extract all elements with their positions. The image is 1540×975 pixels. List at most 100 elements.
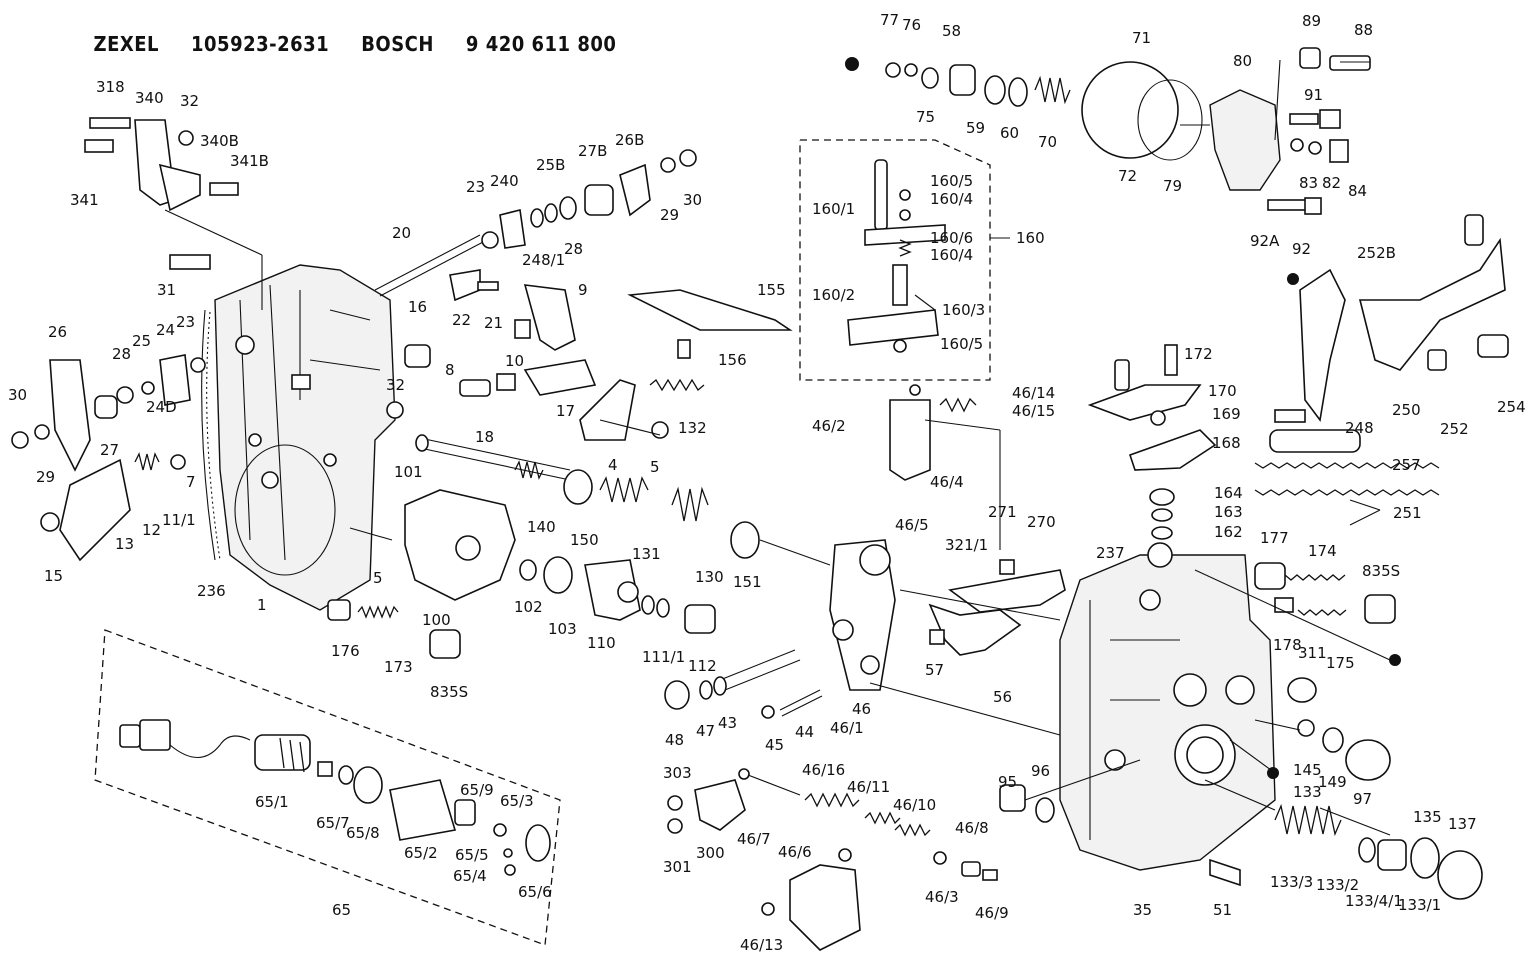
control-shaft-parts — [449, 149, 793, 441]
callout-92a: 92A — [1250, 232, 1280, 250]
callout-172: 172 — [1184, 345, 1213, 363]
callout-9: 9 — [578, 281, 588, 299]
callout-75: 75 — [916, 108, 935, 126]
callout-95: 95 — [998, 773, 1017, 791]
callout-252: 252 — [1440, 420, 1469, 438]
callout-96: 96 — [1031, 762, 1050, 780]
callout-25: 25 — [132, 332, 151, 350]
callout-46-10: 46/10 — [893, 796, 936, 814]
lever-46-group — [829, 384, 977, 691]
callout-160-3: 160/3 — [942, 301, 985, 319]
callout-23: 23 — [176, 313, 195, 331]
callout-65-7: 65/7 — [316, 814, 350, 832]
callout-89: 89 — [1302, 12, 1321, 30]
callout-271: 271 — [988, 503, 1017, 521]
header-part-zexel: 105923-2631 — [191, 32, 330, 56]
callout-160-4-mid: 160/4 — [930, 246, 973, 264]
callout-88: 88 — [1354, 21, 1373, 39]
callout-31: 31 — [157, 281, 176, 299]
callout-835s-left: 835S — [430, 683, 468, 701]
callout-150: 150 — [570, 531, 599, 549]
callout-160: 160 — [1016, 229, 1045, 247]
callout-79: 79 — [1163, 177, 1182, 195]
callout-46-1: 46/1 — [830, 719, 864, 737]
callout-248-1: 248/1 — [522, 251, 565, 269]
callout-169: 169 — [1212, 405, 1241, 423]
governor-cover-35 — [1059, 542, 1276, 871]
callout-82: 82 — [1322, 174, 1341, 192]
callout-5-left: 5 — [373, 569, 383, 587]
callout-80: 80 — [1233, 52, 1252, 70]
callout-10: 10 — [505, 352, 524, 370]
callout-46-8: 46/8 — [955, 819, 989, 837]
callout-46-5: 46/5 — [895, 516, 929, 534]
callout-160-5-bottom: 160/5 — [940, 335, 983, 353]
callout-174: 174 — [1308, 542, 1337, 560]
callout-237: 237 — [1096, 544, 1125, 562]
callout-170: 170 — [1208, 382, 1237, 400]
callout-29: 29 — [36, 468, 55, 486]
callout-44: 44 — [795, 723, 814, 741]
callout-103: 103 — [548, 620, 577, 638]
callout-72: 72 — [1118, 167, 1137, 185]
callout-76: 76 — [902, 16, 921, 34]
callout-250: 250 — [1392, 401, 1421, 419]
group-box-160 — [799, 139, 991, 381]
callout-1: 1 — [257, 596, 267, 614]
callout-318: 318 — [96, 78, 125, 96]
callout-835s-right: 835S — [1362, 562, 1400, 580]
callout-46-3: 46/3 — [925, 888, 959, 906]
callout-300: 300 — [696, 844, 725, 862]
callout-91: 91 — [1304, 86, 1323, 104]
callout-58: 58 — [942, 22, 961, 40]
callout-21: 21 — [484, 314, 503, 332]
callout-65-9: 65/9 — [460, 781, 494, 799]
callout-257: 257 — [1392, 456, 1421, 474]
callout-155: 155 — [757, 281, 786, 299]
callout-65-2: 65/2 — [404, 844, 438, 862]
callout-77: 77 — [880, 11, 899, 29]
callout-236: 236 — [197, 582, 226, 600]
callout-160-6: 160/6 — [930, 229, 973, 247]
callout-149: 149 — [1318, 773, 1347, 791]
callout-133-4-1: 133/4/1 — [1345, 892, 1403, 910]
diaphragm-assembly — [845, 47, 1371, 215]
callout-12: 12 — [142, 521, 161, 539]
callout-110: 110 — [587, 634, 616, 652]
header-brand-zexel: ZEXEL — [93, 32, 160, 56]
callout-321-1: 321/1 — [945, 536, 988, 554]
callout-65-5: 65/5 — [455, 846, 489, 864]
callout-11-1: 11/1 — [162, 511, 196, 529]
callout-46-4: 46/4 — [930, 473, 964, 491]
callout-27b: 27B — [578, 142, 607, 160]
callout-151: 151 — [733, 573, 762, 591]
callout-57: 57 — [925, 661, 944, 679]
callout-303: 303 — [663, 764, 692, 782]
callout-83: 83 — [1299, 174, 1318, 192]
callout-133-3: 133/3 — [1270, 873, 1313, 891]
callout-71: 71 — [1132, 29, 1151, 47]
callout-254: 254 — [1497, 398, 1526, 416]
callout-46-16: 46/16 — [802, 761, 845, 779]
callout-15: 15 — [44, 567, 63, 585]
pump-housing-1 — [201, 264, 396, 611]
callout-46: 46 — [852, 700, 871, 718]
callout-46-7: 46/7 — [737, 830, 771, 848]
callout-132: 132 — [678, 419, 707, 437]
part-drawings — [11, 47, 1509, 951]
callout-5-mid: 5 — [650, 458, 660, 476]
callout-28-top: 28 — [564, 240, 583, 258]
callout-26b: 26B — [615, 131, 644, 149]
callout-17: 17 — [556, 402, 575, 420]
callout-18: 18 — [475, 428, 494, 446]
header-brand-bosch: BOSCH — [361, 32, 434, 56]
callout-177: 177 — [1260, 529, 1289, 547]
callout-270: 270 — [1027, 513, 1056, 531]
callout-160-2: 160/2 — [812, 286, 855, 304]
callout-100: 100 — [422, 611, 451, 629]
callout-30-top: 30 — [683, 191, 702, 209]
callout-47: 47 — [696, 722, 715, 740]
callout-45: 45 — [765, 736, 784, 754]
